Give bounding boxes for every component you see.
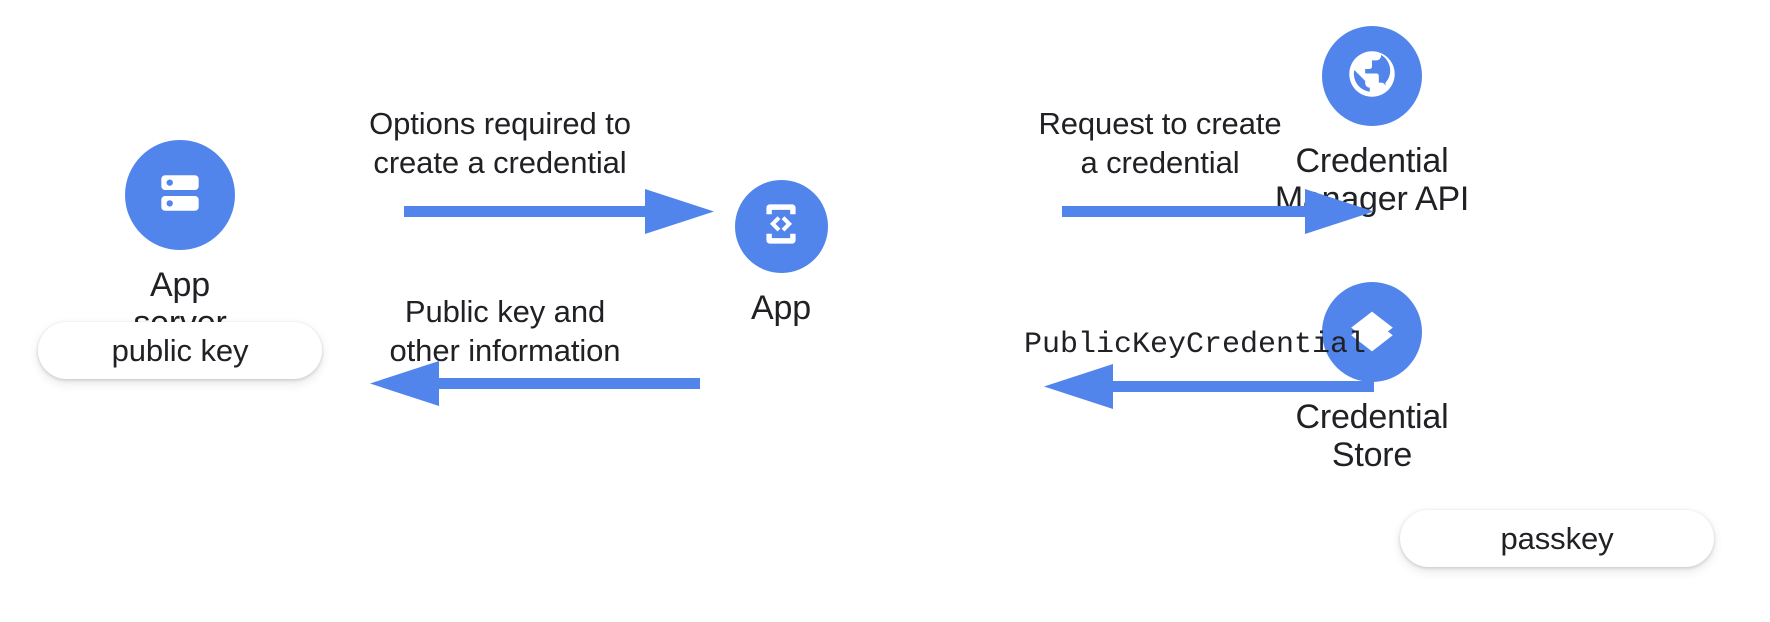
node-credential-manager-api: Credential Manager API xyxy=(1272,26,1472,218)
arrow-server-to-app xyxy=(404,185,714,237)
passkey-pill: passkey xyxy=(1400,510,1714,567)
layers-icon xyxy=(1344,302,1400,363)
public-key-pill: public key xyxy=(38,322,322,379)
node-credential-store-label: Credential Store xyxy=(1295,398,1449,475)
server-icon xyxy=(152,165,208,226)
arrow-app-to-api-caption: Request to create a credential xyxy=(1038,106,1282,180)
globe-icon xyxy=(1343,45,1401,108)
arrow-store-to-app-caption: PublicKeyCredential xyxy=(1023,328,1367,362)
passkey-pill-label: passkey xyxy=(1500,520,1614,556)
public-key-pill-label: public key xyxy=(111,332,249,368)
arrow-app-to-server xyxy=(370,357,700,409)
app-server-circle xyxy=(125,140,235,250)
node-app-server: App server xyxy=(105,140,255,342)
arrow-app-to-api xyxy=(1062,185,1374,237)
credential-manager-api-circle xyxy=(1322,26,1422,126)
node-credential-store: Credential Store xyxy=(1262,282,1482,474)
app-circle xyxy=(734,180,828,273)
arrow-server-to-app-caption: Options required to create a credential xyxy=(369,106,631,180)
arrow-app-to-server-caption: Public key and other information xyxy=(389,294,621,368)
node-app: App xyxy=(716,180,846,327)
node-app-label: App xyxy=(751,289,811,327)
app-code-device-icon xyxy=(756,199,806,254)
credential-store-circle xyxy=(1322,282,1422,382)
arrow-store-to-app xyxy=(1044,360,1374,412)
